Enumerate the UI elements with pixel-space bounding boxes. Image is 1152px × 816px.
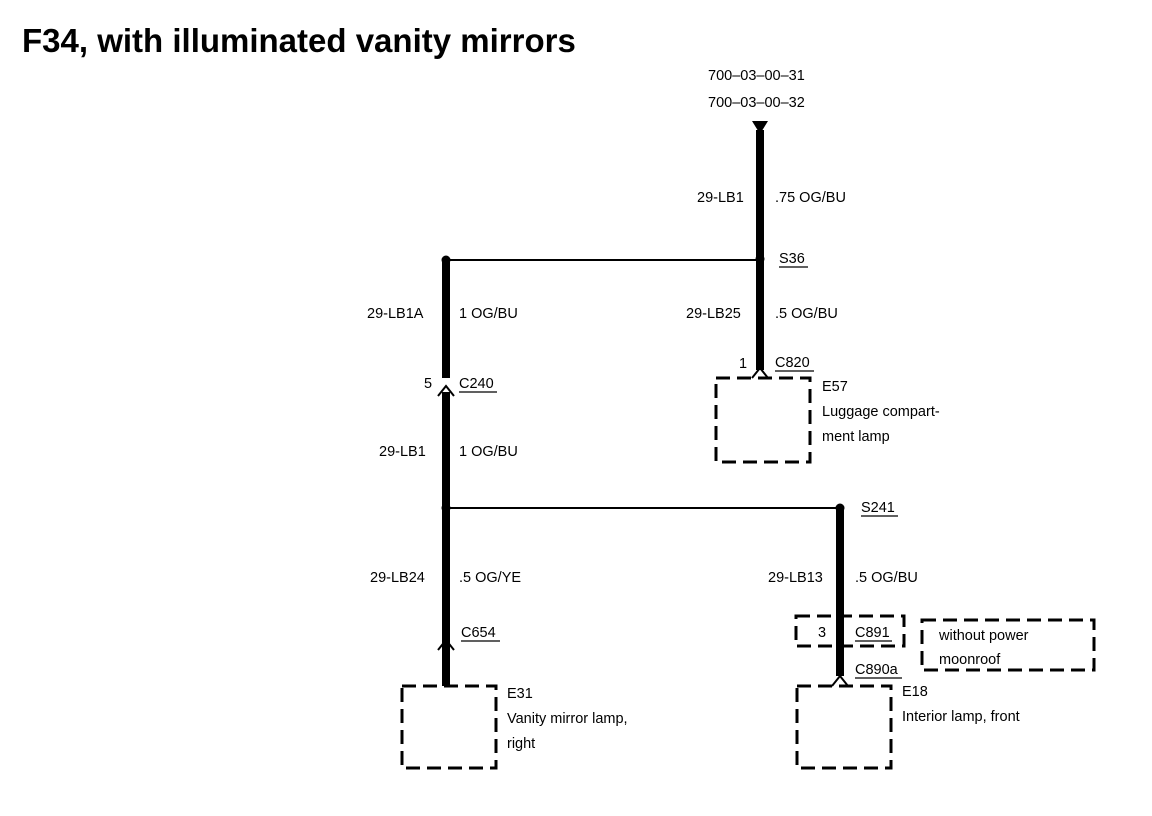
continuation-arrow-icon — [752, 121, 768, 134]
component-e18-desc-1: Interior lamp, front — [902, 709, 1020, 725]
splice-s36-label: S36 — [779, 251, 805, 267]
wire-left-upper-circuit: 29-LB1A — [367, 306, 424, 322]
connector-c891-pin: 3 — [818, 625, 826, 641]
connector-c891-label: C891 — [855, 625, 890, 641]
wire-vanity-circuit: 29-LB24 — [370, 570, 425, 586]
splice-s241-label: S241 — [861, 500, 895, 516]
connector-c890a-label: C890a — [855, 662, 899, 678]
component-e31-box — [400, 684, 498, 770]
component-e31-desc-1: Vanity mirror lamp, — [507, 711, 628, 727]
connector-c890a-chevron-icon — [831, 674, 849, 687]
reference-number-2: 700–03–00–32 — [708, 95, 805, 111]
connector-c240-label: C240 — [459, 376, 494, 392]
wire-left-middle-spec: 1 OG/BU — [459, 444, 518, 460]
connector-c240-pin: 5 — [424, 376, 432, 392]
connector-c820-label: C820 — [775, 355, 810, 371]
connector-c820-pin: 1 — [739, 356, 747, 372]
wire-left-middle-circuit: 29-LB1 — [379, 444, 426, 460]
note-line-1: without power — [938, 628, 1029, 644]
component-e57-box — [714, 376, 812, 464]
connector-c240-chevron-icon — [437, 384, 455, 397]
component-e18-box — [795, 684, 893, 770]
component-e57-desc-2: ment lamp — [822, 429, 890, 445]
note-box — [920, 618, 1096, 672]
connector-c891-box — [794, 614, 906, 648]
wire-luggage-circuit: 29-LB25 — [686, 306, 741, 322]
wire-feed-spec: .75 OG/BU — [775, 190, 846, 206]
wire-feed-circuit: 29-LB1 — [697, 190, 744, 206]
connector-c654-chevron-icon — [437, 638, 455, 651]
component-e31-desc-2: right — [507, 736, 535, 752]
wire-interior-spec: .5 OG/BU — [855, 570, 918, 586]
component-e57-desc-1: Luggage compart- — [822, 404, 940, 420]
component-e57-id: E57 — [822, 379, 848, 395]
wire-interior-circuit: 29-LB13 — [768, 570, 823, 586]
wire-luggage-spec: .5 OG/BU — [775, 306, 838, 322]
component-e18-id: E18 — [902, 684, 928, 700]
diagram-title: F34, with illuminated vanity mirrors — [22, 22, 576, 59]
connector-c820-chevron-icon — [751, 366, 769, 379]
note-line-2: moonroof — [939, 652, 1001, 668]
connector-c654-label: C654 — [461, 625, 496, 641]
wire-vanity-spec: .5 OG/YE — [459, 570, 521, 586]
component-e31-id: E31 — [507, 686, 533, 702]
reference-number-1: 700–03–00–31 — [708, 68, 805, 84]
wire-left-upper-spec: 1 OG/BU — [459, 306, 518, 322]
